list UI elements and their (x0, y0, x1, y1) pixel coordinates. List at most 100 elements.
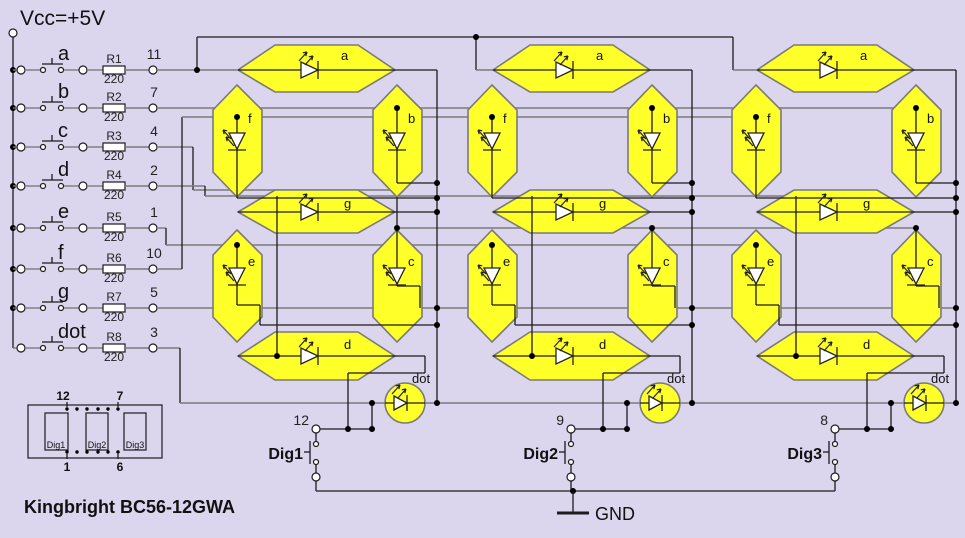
resistor-value: 220 (104, 110, 124, 124)
dig1-pin: 12 (293, 412, 309, 428)
seg-label-c: c (927, 254, 934, 269)
seg-label-d: d (599, 337, 606, 352)
switch-a[interactable] (39, 58, 65, 74)
resistor-value: 220 (104, 188, 124, 202)
resistor-value: 220 (104, 149, 124, 163)
digit-1-segment-labels: a f b g e c d dot (248, 48, 430, 386)
pin-number: 4 (150, 123, 158, 139)
package-pin-12: 12 (56, 389, 70, 403)
resistor-value: 220 (104, 72, 124, 86)
seg-label-b: b (927, 111, 934, 126)
row-label: a (58, 43, 70, 65)
dig2-pin: 9 (556, 412, 564, 428)
package-digit1-window (44, 412, 69, 451)
seg-label-c: c (408, 254, 415, 269)
resistor-name: R4 (106, 168, 122, 182)
seg-label-dot: dot (667, 371, 685, 386)
package-dig1-label: Dig1 (47, 440, 66, 450)
resistor-name: R7 (106, 290, 122, 304)
resistor-name: R1 (106, 52, 122, 66)
seg-label-f: f (767, 111, 771, 126)
seg-label-f: f (503, 111, 507, 126)
package-pin-dots (65, 407, 120, 454)
switch-d[interactable] (39, 174, 65, 190)
dig1-label: Dig1 (268, 446, 303, 463)
seg-label-d: d (863, 337, 870, 352)
seg-label-d: d (344, 337, 351, 352)
row-label: dot (58, 321, 86, 343)
dig2-label: Dig2 (523, 446, 558, 463)
resistor-value: 220 (104, 271, 124, 285)
row-dot: dot R8 220 3 (13, 321, 158, 364)
row-b: b R2 220 7 (13, 81, 158, 124)
resistor-value: 220 (104, 310, 124, 324)
dig3-pin: 8 (820, 412, 828, 428)
package-pin-6: 6 (117, 460, 124, 474)
row-c: c R3 220 4 (13, 120, 158, 163)
dig3-label: Dig3 (787, 446, 822, 463)
resistor-value: 220 (104, 230, 124, 244)
gnd-label: GND (595, 504, 635, 524)
resistor-name: R2 (106, 90, 122, 104)
seg-label-g: g (863, 196, 870, 211)
pin-number: 1 (150, 204, 158, 220)
pin-number: 3 (150, 324, 158, 340)
row-e: e R5 220 1 (13, 201, 158, 244)
row-d: d R4 220 2 (13, 159, 158, 202)
row-label: f (58, 242, 64, 264)
ground-net: GND (316, 488, 835, 524)
digit-2-segment-labels: a f b g e c d dot (503, 48, 685, 386)
vcc-node (8, 28, 18, 38)
package-dig2-label: Dig2 (88, 440, 107, 450)
vcc-label: Vcc=+5V (20, 7, 105, 30)
seg-label-a: a (596, 48, 604, 63)
switch-dot[interactable] (39, 336, 65, 352)
package-pin-7: 7 (117, 389, 124, 403)
seg-label-e: e (248, 254, 255, 269)
resistor-value: 220 (104, 350, 124, 364)
pin-number: 2 (150, 162, 158, 178)
seg-label-e: e (767, 254, 774, 269)
page-title: Kingbright BC56-12GWA (24, 497, 235, 517)
pin-number: 11 (147, 46, 162, 62)
pin-number: 7 (150, 84, 158, 100)
seg-label-e: e (503, 254, 510, 269)
digit-3-segment-labels: a f b g e c d dot (767, 48, 949, 386)
row-label: e (58, 201, 69, 223)
switch-b[interactable] (39, 96, 65, 112)
switch-c[interactable] (39, 135, 65, 151)
seg-label-a: a (341, 48, 349, 63)
package-pin-1: 1 (64, 460, 71, 474)
package-outline (27, 404, 163, 459)
row-label: b (58, 81, 69, 103)
pin-number: 5 (150, 284, 158, 300)
switch-e[interactable] (39, 216, 65, 232)
package-digit3-window (123, 412, 147, 451)
package-diagram: Dig1 Dig2 Dig3 12 7 1 6 (27, 389, 163, 474)
seg-label-b: b (408, 111, 415, 126)
switch-g[interactable] (39, 296, 65, 312)
package-digit2-window (85, 412, 109, 451)
resistor-name: R8 (106, 330, 122, 344)
row-label: c (58, 120, 68, 142)
seg-label-g: g (344, 196, 351, 211)
row-f: f R6 220 10 (13, 242, 162, 285)
seg-label-dot: dot (412, 371, 430, 386)
seg-label-f: f (248, 111, 252, 126)
resistor-name: R6 (106, 251, 122, 265)
pin-number: 10 (146, 245, 162, 261)
resistor-name: R5 (106, 210, 122, 224)
resistor-name: R3 (106, 129, 122, 143)
digit-switch-labels: 12 9 8 Dig1 Dig2 Dig3 (268, 412, 828, 463)
seg-label-c: c (663, 254, 670, 269)
seg-label-b: b (663, 111, 670, 126)
row-label: d (58, 159, 69, 181)
row-a: a R1 220 11 (13, 43, 161, 86)
seg-label-g: g (599, 196, 606, 211)
seg-label-a: a (860, 48, 868, 63)
switch-f[interactable] (39, 257, 65, 273)
package-dig3-label: Dig3 (126, 440, 145, 450)
row-label: g (58, 281, 69, 303)
seg-label-dot: dot (931, 371, 949, 386)
